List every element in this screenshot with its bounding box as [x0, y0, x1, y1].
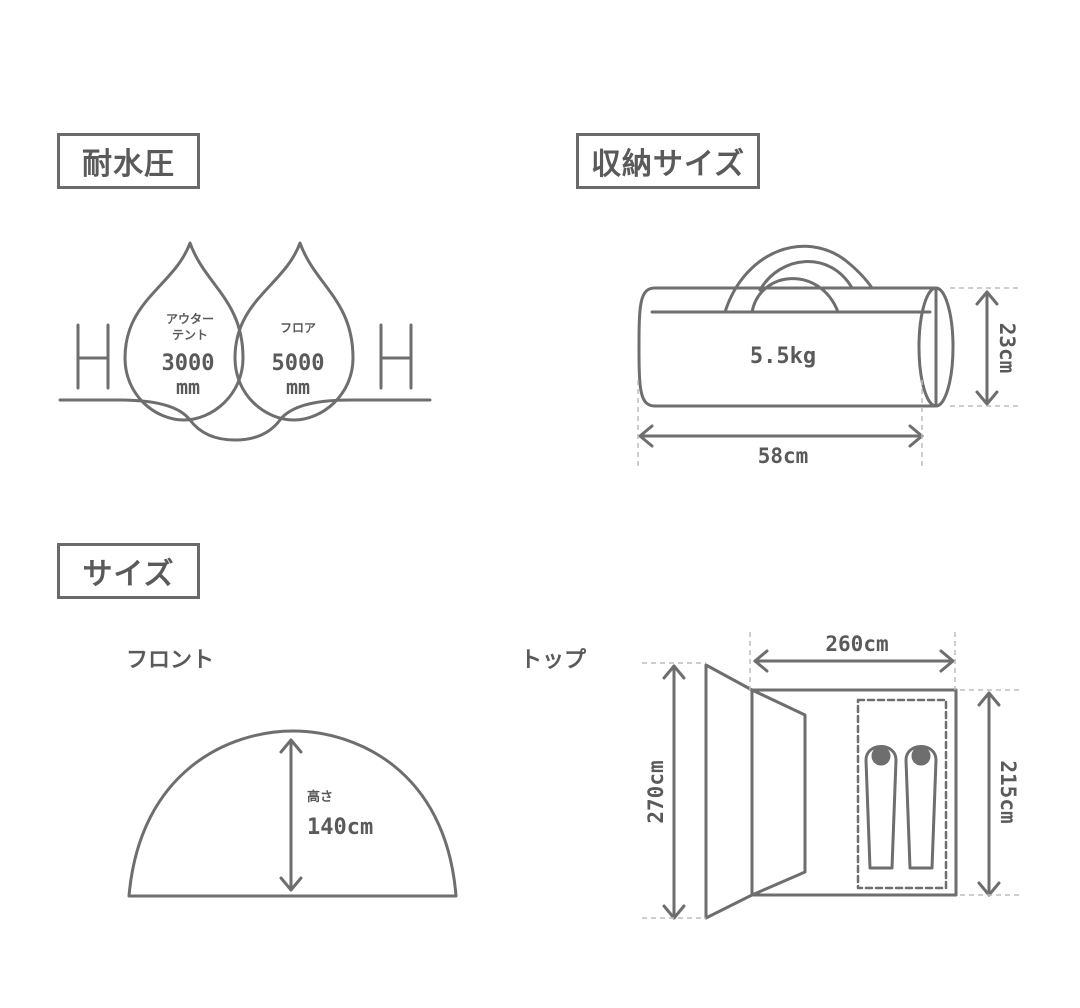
bag-handle-inner: [758, 260, 854, 292]
sleeping-bag-right: [904, 745, 938, 870]
top-view-label: トップ: [520, 648, 587, 673]
sleeping-area: [856, 698, 948, 890]
storage-size-title: 収納サイズ: [576, 133, 760, 189]
water-pressure-illustration: [58, 241, 432, 442]
outer-tent-droplet: [123, 241, 245, 422]
floor-unit: mm: [286, 375, 310, 399]
vestibule-outer: [704, 663, 754, 920]
bag-body: [637, 286, 938, 408]
outer-tent-label-1: アウター: [166, 312, 214, 326]
top-length-value: 270cm: [644, 760, 668, 823]
dome-outline: [127, 729, 458, 898]
front-view-label: フロント: [126, 648, 215, 673]
top-inner-value: 215cm: [996, 760, 1020, 823]
size-title: サイズ: [57, 543, 200, 599]
bag-weight: 5.5kg: [750, 344, 816, 369]
left-h-icon: [76, 323, 110, 390]
front-height-value: 140cm: [307, 815, 373, 840]
bag-end-cap: [917, 286, 955, 408]
bag-height: 23cm: [995, 323, 1019, 374]
bag-width: 58cm: [758, 444, 809, 468]
top-width-value: 260cm: [825, 632, 888, 656]
floor-value: 5000: [272, 351, 325, 376]
storage-bag-illustration: [637, 244, 999, 448]
dimension-guides: [637, 287, 1022, 919]
outer-tent-label-2: テント: [172, 328, 208, 342]
ground-line: [58, 398, 432, 442]
front-height-label: 高さ: [307, 789, 333, 805]
bag-handle-outer: [723, 244, 874, 314]
bag-handle-strap: [750, 277, 840, 314]
front-view-illustration: [127, 729, 458, 898]
top-view-illustration: [662, 649, 1001, 920]
sleeping-bag-left: [864, 745, 898, 870]
outer-tent-value: 3000: [162, 351, 215, 376]
right-h-icon: [379, 323, 413, 390]
outer-tent-unit: mm: [176, 375, 200, 399]
floor-droplet: [233, 241, 355, 422]
floor-label: フロア: [280, 321, 316, 335]
vestibule-inner: [750, 688, 807, 897]
inner-tent-floor: [750, 688, 958, 897]
water-pressure-title: 耐水圧: [57, 133, 200, 189]
